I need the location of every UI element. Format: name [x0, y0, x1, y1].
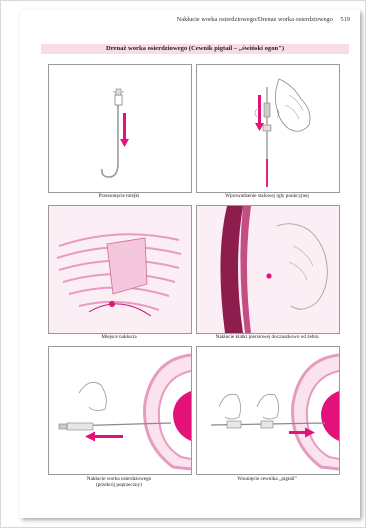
caption-line: (przekrój poprzeczny) [44, 482, 194, 488]
running-head: Nakłucie worka osierdziowego/Drenaż work… [177, 16, 350, 23]
figure-puncture-site [48, 205, 192, 334]
figure-cross-section [48, 346, 192, 475]
figure-caption: Nakłucie worka osierdziowego (przekrój p… [44, 476, 194, 488]
section-title: Drenaż worka osierdziowego (Cewnik pigta… [41, 44, 349, 54]
figure-caption: Nakłucie klatki piersiowej doczaszkowo o… [192, 334, 342, 340]
figure-pigtail-insertion [196, 346, 340, 475]
figure-caption: Wprowadzenie stalowej igły punkcyjnej [192, 193, 342, 199]
figure-chest-puncture [196, 205, 340, 334]
page-number: 519 [340, 16, 350, 23]
figure-caption: Miejsce nakłucia [44, 334, 194, 340]
figure-caption: Wsunięcie cewnika „pigtail" [192, 476, 342, 482]
figure-needle-insertion [196, 64, 340, 193]
document-page: Nakłucie worka osierdziowego/Drenaż work… [20, 10, 360, 518]
figure-caption: Przesunięcie tulejki [44, 193, 194, 199]
figure-sheath-advance [48, 64, 192, 193]
running-head-section: Nakłucie worka osierdziowego/Drenaż work… [177, 16, 333, 23]
